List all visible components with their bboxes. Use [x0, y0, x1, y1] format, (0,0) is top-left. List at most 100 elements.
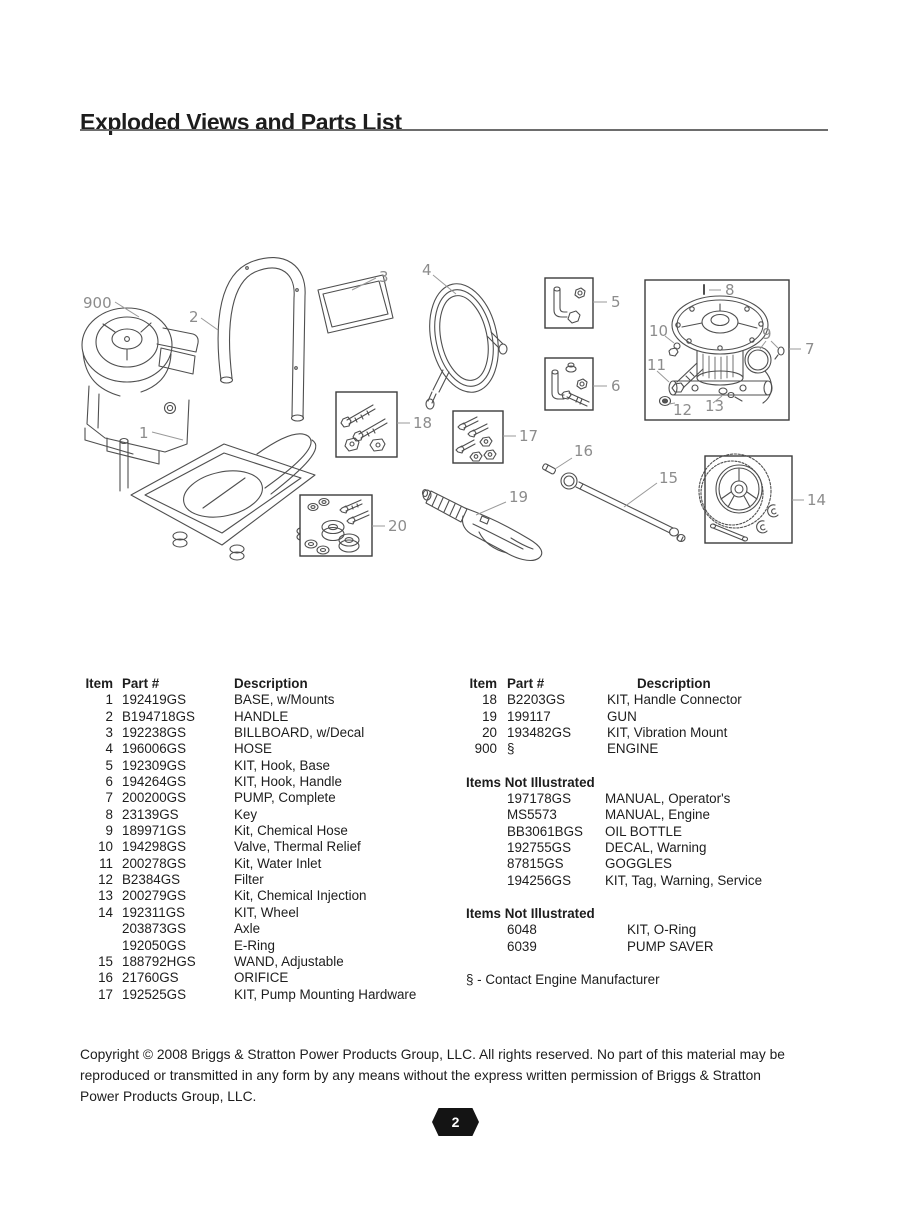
table-row: 6039 PUMP SAVER [507, 939, 841, 955]
pump-hardware-box [452, 410, 504, 464]
callout-18: 18 [413, 414, 432, 432]
table-row: 14 192311GS KIT, Wheel [84, 905, 459, 921]
callout-2: 2 [189, 308, 199, 326]
cell-part-number: 192311GS [122, 904, 186, 920]
base-art [119, 433, 317, 561]
cell-item [84, 921, 113, 937]
callout-20: 20 [388, 517, 407, 535]
cell-item: 4 [105, 741, 113, 757]
cell-description: HANDLE [234, 708, 289, 724]
cell-item: 14 [98, 904, 113, 920]
parts-table-right: Item Part # Description 18 B2203GS KIT, … [466, 676, 841, 989]
cell-item: 16 [98, 970, 113, 986]
callout-16: 16 [574, 442, 593, 460]
column-header-part: Part # [507, 676, 545, 691]
cell-description: GOGGLES [605, 856, 672, 872]
cell-description: MANUAL, Engine [605, 807, 710, 823]
cell-description: Axle [234, 921, 261, 937]
cell-part-number: 193482GS [507, 725, 572, 741]
cell-item: 3 [105, 725, 113, 741]
callout-15: 15 [659, 469, 678, 487]
callout-12: 12 [673, 401, 692, 419]
table-row: 6 194264GS KIT, Hook, Handle [84, 774, 459, 790]
cell-description: OIL BOTTLE [605, 823, 682, 839]
exploded-view-diagram: 900 1 2 3 4 5 6 7 8 9 10 11 12 13 14 15 … [81, 257, 826, 561]
cell-part-number: 189971GS [122, 823, 187, 839]
cell-part-number: 194264GS [122, 774, 187, 790]
cell-part-number: § [507, 741, 515, 757]
parts-table-left: Item Part # Description 1 192419GS BASE,… [84, 676, 459, 1003]
parts-rows-left: 1 192419GS BASE, w/Mounts 2 B194718GS HA… [84, 692, 459, 1003]
gun-art [421, 488, 543, 561]
callout-8: 8 [725, 281, 735, 299]
cell-description: Kit, Chemical Injection [234, 888, 367, 904]
parts-rows-right: 18 B2203GS KIT, Handle Connector 19 1991… [466, 692, 841, 757]
cell-description: HOSE [234, 741, 272, 757]
cell-description: Kit, Chemical Hose [234, 823, 348, 839]
page-number-badge: 2 [432, 1108, 479, 1136]
callout-10: 10 [649, 322, 668, 340]
cell-part-number: B194718GS [122, 708, 195, 724]
cell-description: Filter [234, 872, 264, 888]
table-row: 197178GS MANUAL, Operator's [507, 791, 841, 807]
callout-13: 13 [705, 397, 724, 415]
cell-part-number: 196006GS [122, 741, 187, 757]
hose-art [425, 283, 508, 410]
table-row: 7 200200GS PUMP, Complete [84, 790, 459, 806]
parts-table-left-header: Item Part # Description [84, 676, 459, 692]
table-row: MS5573 MANUAL, Engine [507, 807, 841, 823]
callout-6: 6 [611, 377, 621, 395]
callout-1: 1 [139, 424, 149, 442]
cell-description: KIT, Handle Connector [607, 692, 742, 708]
cell-item: 6 [105, 774, 113, 790]
cell-item: 10 [98, 839, 113, 855]
cell-item: 5 [105, 757, 113, 773]
table-row: 19 199117 GUN [466, 709, 841, 725]
cell-item: 13 [98, 888, 113, 904]
cell-part-number: 192525GS [122, 986, 187, 1002]
cell-part-number: 203873GS [122, 921, 187, 937]
not-illustrated-rows-1: 197178GS MANUAL, Operator's MS5573 MANUA… [466, 791, 841, 889]
table-row: 13 200279GS Kit, Chemical Injection [84, 888, 459, 904]
table-row: 194256GS KIT, Tag, Warning, Service [507, 873, 841, 889]
cell-description: KIT, Hook, Handle [234, 774, 342, 790]
hook-base-box [544, 277, 594, 329]
callout-7: 7 [805, 340, 815, 358]
not-illustrated-rows-2: 6048 KIT, O-Ring 6039 PUMP SAVER [466, 922, 841, 955]
table-row: 16 21760GS ORIFICE [84, 970, 459, 986]
cell-description: E-Ring [234, 937, 275, 953]
copyright-notice: Copyright © 2008 Briggs & Stratton Power… [80, 1046, 785, 1104]
column-header-description: Description [637, 676, 711, 691]
cell-description: Valve, Thermal Relief [234, 839, 361, 855]
engine-footnote: § - Contact Engine Manufacturer [466, 972, 660, 988]
table-row: 5 192309GS KIT, Hook, Base [84, 758, 459, 774]
column-header-part: Part # [122, 676, 160, 691]
table-row: 1 192419GS BASE, w/Mounts [84, 692, 459, 708]
cell-description: GUN [607, 708, 637, 724]
cell-part-number: B2384GS [122, 872, 181, 888]
table-row: 15 188792HGS WAND, Adjustable [84, 954, 459, 970]
cell-item: 9 [105, 823, 113, 839]
callout-4: 4 [422, 261, 432, 279]
cell-description: WAND, Adjustable [234, 953, 344, 969]
column-header-item: Item [85, 676, 113, 691]
leader-lines [114, 274, 804, 527]
parts-table-right-header: Item Part # Description [466, 676, 841, 692]
wheel-box [698, 453, 793, 544]
cell-item: 18 [482, 692, 497, 708]
callout-14: 14 [807, 491, 826, 509]
table-row: 9 189971GS Kit, Chemical Hose [84, 823, 459, 839]
cell-item: 11 [99, 855, 113, 871]
table-row: 18 B2203GS KIT, Handle Connector [466, 692, 841, 708]
cell-description: ORIFICE [234, 970, 289, 986]
pump-box [644, 279, 790, 421]
cell-part-number: 192050GS [122, 937, 187, 953]
hook-handle-box [544, 357, 594, 411]
cell-item: 1 [105, 692, 113, 708]
callout-17: 17 [519, 427, 538, 445]
cell-item: 900 [474, 741, 497, 757]
cell-part-number: 192238GS [122, 725, 187, 741]
cell-description: KIT, Pump Mounting Hardware [234, 986, 417, 1002]
cell-description: BILLBOARD, w/Decal [234, 725, 365, 741]
table-row: 17 192525GS KIT, Pump Mounting Hardware [84, 987, 459, 1003]
